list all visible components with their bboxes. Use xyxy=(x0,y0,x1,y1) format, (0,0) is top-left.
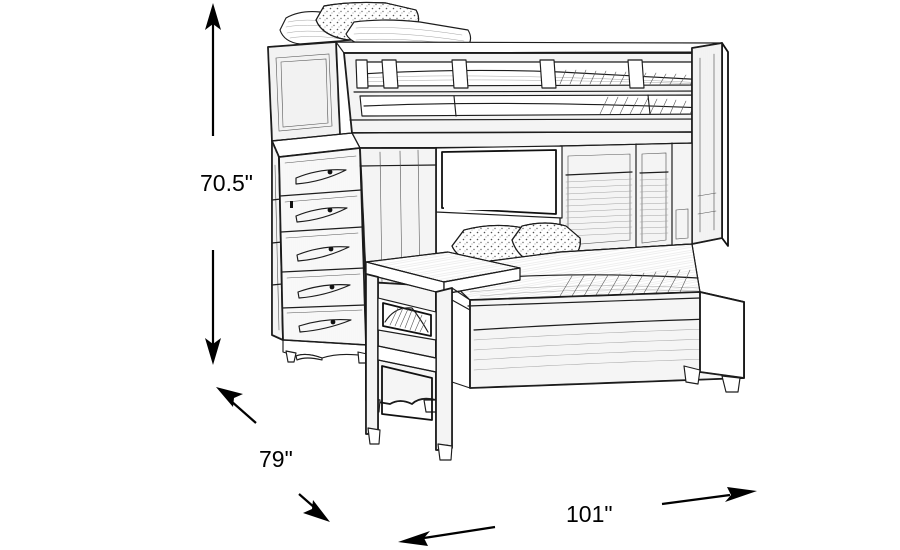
lower-bed xyxy=(435,222,745,393)
desk xyxy=(365,251,521,461)
top-pillows xyxy=(279,1,472,51)
lower-bed-leg xyxy=(683,365,701,385)
depth-dimension-label: 79" xyxy=(259,446,293,472)
height-dimension-arrow xyxy=(205,3,221,365)
step-chest xyxy=(271,132,368,364)
width-dimension-arrow xyxy=(398,487,757,546)
framed-opening xyxy=(435,145,563,219)
depth-dimension-arrow xyxy=(216,387,330,522)
headboard-panel xyxy=(559,142,693,253)
height-dimension-label: 70.5" xyxy=(200,170,253,196)
lower-bedding-hatch xyxy=(559,269,691,297)
width-dimension-label: 101" xyxy=(566,501,613,527)
chest-drawers xyxy=(279,155,366,333)
furniture-illustration xyxy=(267,1,745,461)
